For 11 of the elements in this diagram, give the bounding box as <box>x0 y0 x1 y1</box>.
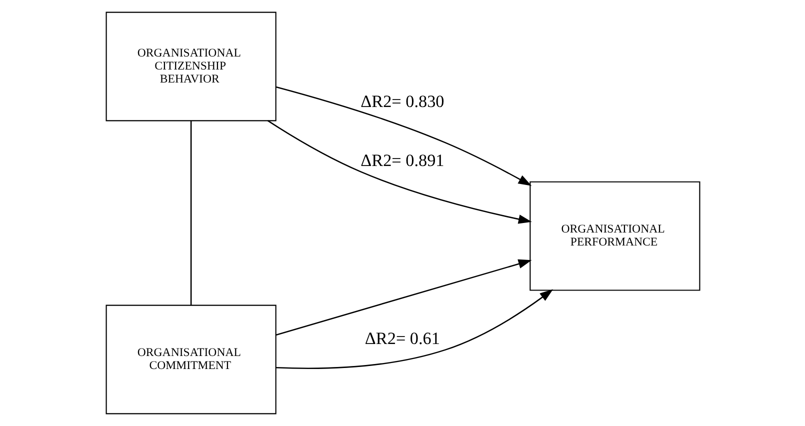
arrow <box>266 120 532 224</box>
arrow <box>275 259 532 336</box>
edge-label: ΔR2= 0.61 <box>364 329 440 348</box>
connector <box>190 121 192 306</box>
node-box: ORGANISATIONAL COMMITMENT <box>105 304 276 414</box>
node-box: ORGANISATIONAL CITIZENSHIP BEHAVIOR <box>105 12 276 122</box>
arrow <box>275 86 532 186</box>
arrow <box>275 289 553 369</box>
node-box: ORGANISATIONAL PERFORMANCE <box>529 181 700 291</box>
edge-label: ΔR2= 0.830 <box>360 92 444 112</box>
edge-label: ΔR2= 0.891 <box>360 151 444 170</box>
